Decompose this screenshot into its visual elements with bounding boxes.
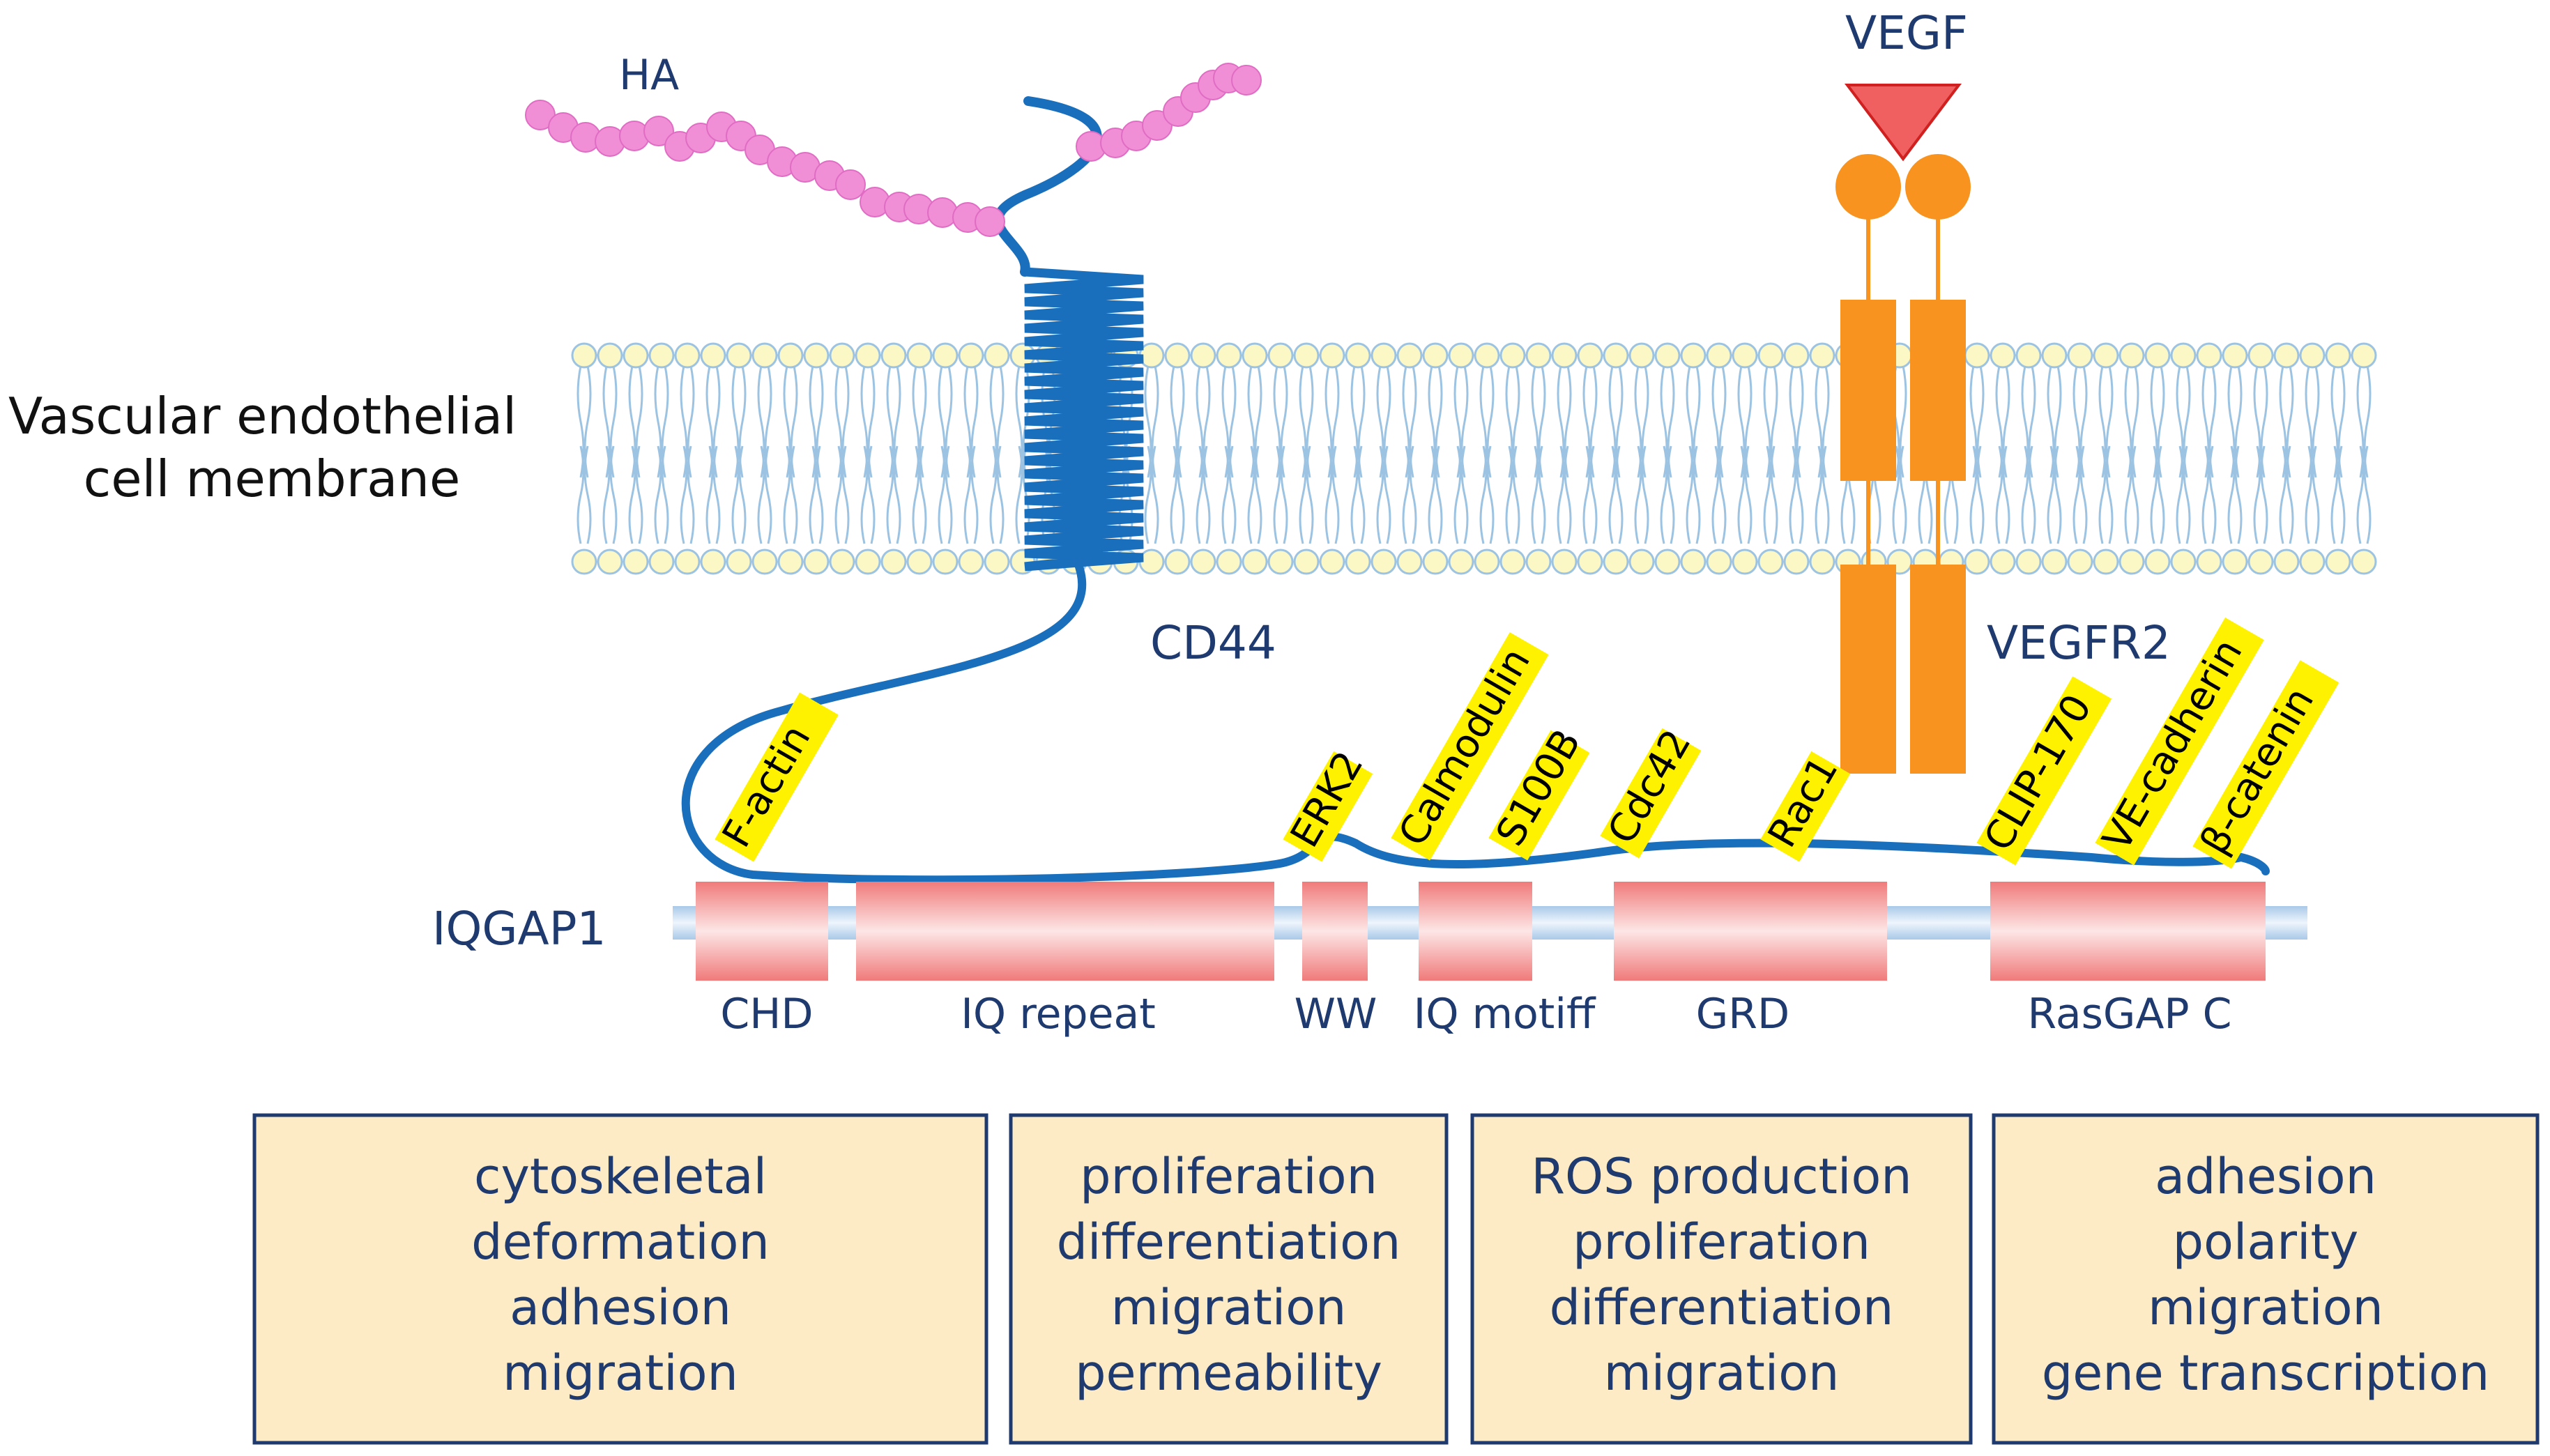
function-line: migration	[1111, 1279, 1347, 1336]
cd44-label: CD44	[1150, 616, 1276, 670]
tag-clip-170: CLIP-170	[1976, 676, 2112, 866]
domain-label-rasgap-c: RasGAP C	[2027, 990, 2231, 1039]
domain-labels: CHD IQ repeat WW IQ motiff GRD RasGAP C	[720, 990, 2231, 1039]
domain-chd	[696, 882, 828, 981]
function-line: migration	[1604, 1344, 1840, 1402]
vegf-label: VEGF	[1845, 6, 1968, 60]
cd44-extracellular-chain	[993, 96, 1102, 277]
domain-rasgap-c	[1990, 882, 2266, 981]
tag-s100b: S100B	[1488, 722, 1590, 861]
membrane-label-line1: Vascular endothelial	[8, 387, 517, 445]
ha-bead	[835, 169, 866, 200]
function-box-3: ROS production proliferation differentiati…	[1470, 1113, 1973, 1445]
vegf-ligand	[1844, 84, 1962, 162]
domain-iq-repeat	[856, 882, 1274, 981]
ha-bead	[927, 197, 958, 228]
domain-label-chd: CHD	[720, 990, 813, 1039]
ha-bead	[975, 206, 1005, 237]
domain-ww	[1302, 882, 1368, 981]
function-box-2: proliferation differentiation migration per…	[1009, 1113, 1449, 1445]
function-line: gene transcription	[2042, 1344, 2489, 1402]
tag-label: Cdc42	[1599, 722, 1700, 852]
function-line: adhesion	[510, 1279, 731, 1336]
hyaluronan-chain	[525, 63, 1262, 237]
function-line: proliferation	[1080, 1148, 1377, 1205]
vegfr2-receptor	[1835, 154, 1971, 774]
domain-iq-motiff	[1419, 882, 1532, 981]
iqgap1-label: IQGAP1	[432, 902, 606, 956]
function-line: differentiation	[1057, 1213, 1401, 1271]
iqgap1-domains	[696, 882, 2266, 981]
domain-label-grd: GRD	[1696, 990, 1789, 1039]
domain-grd	[1614, 882, 1887, 981]
domain-label-iq-motiff: IQ motiff	[1414, 990, 1596, 1039]
tag-label: ERK2	[1282, 744, 1373, 855]
domain-label-ww: WW	[1295, 990, 1377, 1039]
ha-bead	[643, 116, 674, 146]
function-line: permeability	[1075, 1344, 1382, 1402]
function-box-4: adhesion polarity migration gene transcript…	[1992, 1113, 2540, 1445]
function-box-1: cytoskeletal deformation adhesion migration	[252, 1113, 988, 1445]
function-boxes: cytoskeletal deformation adhesion migration…	[252, 1113, 2540, 1445]
function-line: ROS production	[1531, 1148, 1911, 1205]
tag-label: CLIP-170	[1976, 687, 2101, 859]
function-line: proliferation	[1573, 1213, 1870, 1271]
function-line: adhesion	[2155, 1148, 2376, 1205]
tag-cdc42: Cdc42	[1599, 722, 1702, 859]
function-line: migration	[503, 1344, 738, 1402]
function-line: deformation	[471, 1213, 770, 1271]
cd44-transmembrane-coil	[1020, 267, 1144, 572]
cell-membrane-bilayer	[571, 342, 2377, 575]
ha-label: HA	[619, 51, 679, 100]
ha-bead	[1231, 65, 1262, 95]
function-line: migration	[2148, 1279, 2383, 1336]
vegfr2-label: VEGFR2	[1987, 616, 2171, 670]
membrane-label-line2: cell membrane	[84, 450, 461, 508]
function-line: polarity	[2173, 1213, 2359, 1271]
domain-label-iq-repeat: IQ repeat	[961, 990, 1156, 1039]
function-line: cytoskeletal	[474, 1148, 767, 1205]
function-line: differentiation	[1550, 1279, 1894, 1336]
